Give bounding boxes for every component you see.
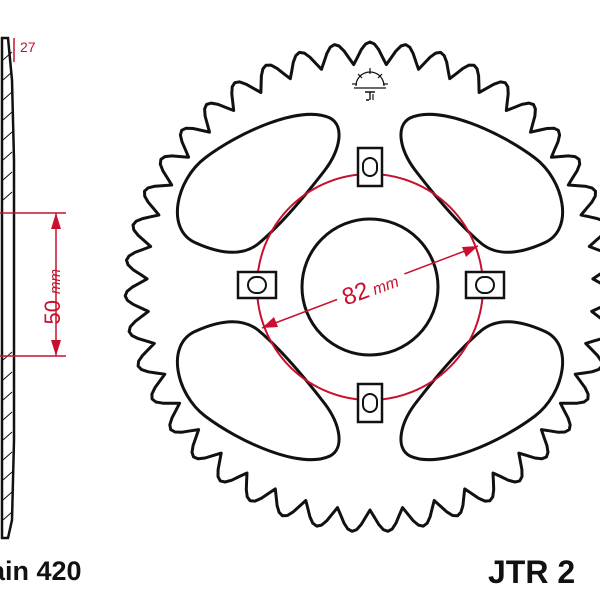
- side-view: 27 50 mm: [0, 36, 66, 540]
- thickness-label: 27: [20, 39, 36, 55]
- hub-hole: [300, 217, 440, 357]
- offset-unit: mm: [47, 269, 64, 294]
- lightening-window-top-left: [175, 112, 341, 254]
- bolt-hole-right: [464, 270, 506, 300]
- bolt-circle-label: 82 mm: [332, 262, 411, 316]
- jt-logo-icon: [352, 68, 388, 101]
- side-profile-outline: [0, 36, 16, 540]
- front-view: 82 mm: [123, 40, 600, 533]
- offset-arrow-bottom: [51, 340, 61, 356]
- bolt-circle-arrow-left: [262, 317, 278, 328]
- bolt-hole-top: [356, 146, 384, 188]
- lightening-window-top-right: [399, 112, 565, 254]
- offset-label: 50 mm: [40, 269, 65, 324]
- bolt-circle-arrow-right: [462, 246, 478, 257]
- bolt-hole-left: [236, 270, 278, 300]
- bolt-hole-bottom: [356, 382, 384, 424]
- lightening-window-bottom-left: [175, 320, 341, 462]
- part-number-label: JTR 2: [488, 554, 576, 590]
- offset-value: 50: [40, 300, 65, 324]
- side-profile-hatch: [2, 51, 13, 521]
- lightening-window-bottom-right: [399, 320, 565, 462]
- offset-arrow-top: [51, 213, 61, 229]
- chain-size-label: ain 420: [0, 556, 82, 586]
